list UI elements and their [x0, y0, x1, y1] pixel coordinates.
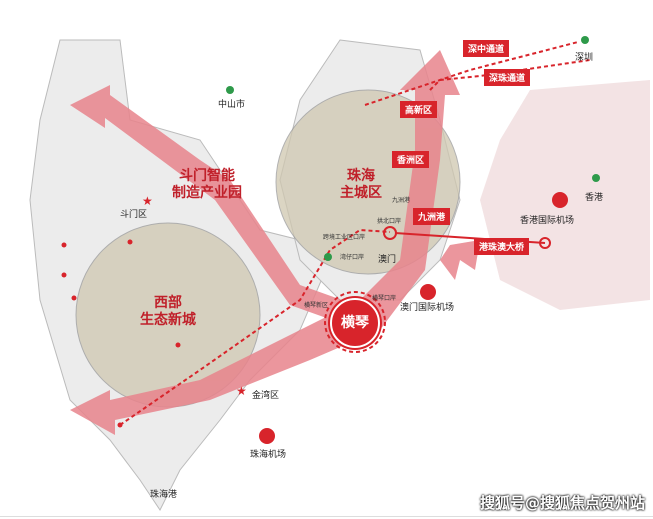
divider [0, 516, 653, 517]
label-macau-airport: 澳门国际机场 [400, 303, 455, 313]
tag-gaoxin: 高新区 [400, 101, 438, 118]
label-hengqin-port: 横琴口岸 [372, 295, 397, 302]
label-jinwan: 金湾区 [252, 391, 280, 401]
zone-doumen-park: 斗门智能 制造产业园 [172, 168, 242, 201]
star-icon: ★★ [142, 194, 247, 398]
label-kuajing: 跨境工业区口岸 [323, 234, 366, 241]
airplane-icon [259, 192, 568, 444]
label-doumen: 斗门区 [120, 210, 148, 220]
label-hk-airport: 香港国际机场 [520, 216, 575, 226]
label-zhuhai-port: 珠海港 [150, 490, 178, 500]
label-macau: 澳门 [378, 255, 397, 265]
label-gongbei: 拱北口岸 [377, 218, 402, 225]
label-hengqin-new: 横琴新区 [304, 302, 329, 309]
label-shenzhen: 深圳 [575, 53, 594, 63]
label-zhongshan: 中山市 [218, 100, 246, 110]
zone-hengqin: 横琴 [330, 298, 380, 348]
tag-xiangzhou: 香洲区 [392, 151, 430, 168]
label-hongkong: 香港 [585, 193, 604, 203]
tag-shenzhu-channel: 深珠通道 [484, 69, 531, 86]
location-pin-icon [226, 36, 600, 261]
svg-text:★: ★ [236, 384, 247, 398]
tag-jiuzhou-port: 九洲港 [413, 208, 451, 225]
tag-shenzhong-channel: 深中通道 [463, 40, 510, 57]
label-jiuzhou-small: 九洲港 [392, 197, 411, 204]
zone-main-city: 珠海 主城区 [340, 168, 382, 201]
watermark: 搜狐号@搜狐焦点贺州站 [479, 494, 645, 512]
zone-west-city: 西部 生态新城 [140, 295, 196, 328]
tag-hzm-bridge: 港珠澳大桥 [474, 238, 530, 255]
label-zhuhai-airport: 珠海机场 [250, 450, 287, 460]
label-wanzai: 湾仔口岸 [340, 254, 365, 261]
svg-text:★: ★ [142, 194, 153, 208]
